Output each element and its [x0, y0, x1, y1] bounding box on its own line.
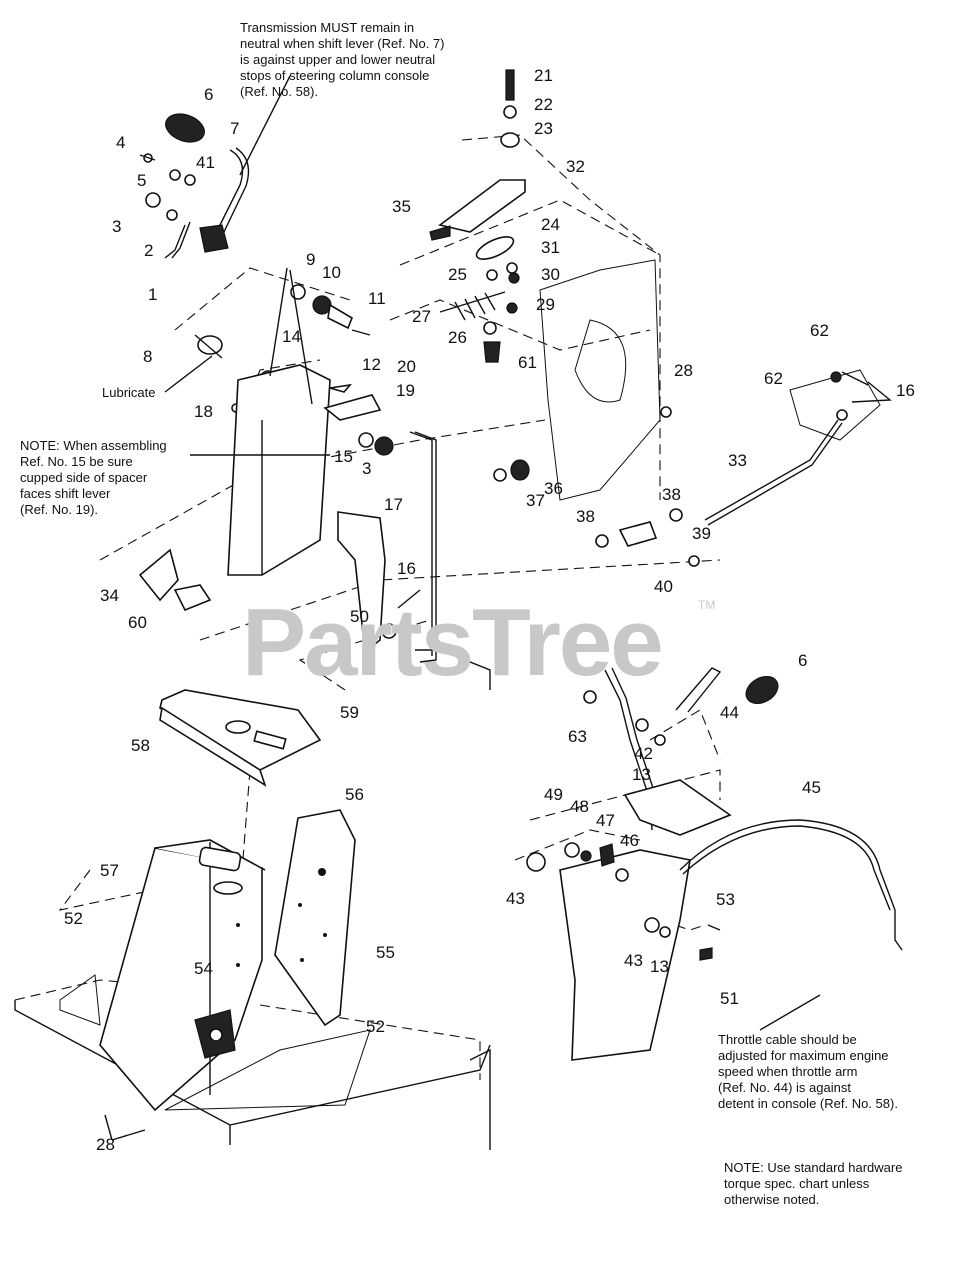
callout-18: 18 [194, 402, 213, 421]
callout-13: 13 [650, 957, 669, 976]
callout-2: 2 [144, 241, 153, 260]
callout-21: 21 [534, 66, 553, 85]
callout-3: 3 [112, 217, 121, 236]
callout-3: 3 [362, 459, 371, 478]
callout-13: 13 [632, 765, 651, 784]
callout-16: 16 [896, 381, 915, 400]
side-panel [274, 809, 356, 1027]
callout-63: 63 [568, 727, 587, 746]
callout-25: 25 [448, 265, 467, 284]
callout-35: 35 [392, 197, 411, 216]
throttle-assembly [526, 667, 903, 1061]
callout-28: 28 [96, 1135, 115, 1154]
shift-lever-assembly [139, 113, 250, 259]
callout-59: 59 [340, 703, 359, 722]
callout-29: 29 [536, 295, 555, 314]
callout-8: 8 [143, 347, 152, 366]
callout-40: 40 [654, 577, 673, 596]
callout-53: 53 [716, 890, 735, 909]
control-rod [595, 369, 881, 567]
callout-52: 52 [366, 1017, 385, 1036]
callout-43: 43 [506, 889, 525, 908]
assembly-dashed-lines [14, 134, 721, 1080]
callout-27: 27 [412, 307, 431, 326]
callout-28: 28 [674, 361, 693, 380]
callout-44: 44 [720, 703, 739, 722]
console-top [159, 689, 322, 787]
callout-10: 10 [322, 263, 341, 282]
throttle-cable-note: Throttle cable should be adjusted for ma… [718, 1032, 898, 1111]
floor-plate [14, 974, 491, 1150]
callout-52: 52 [64, 909, 83, 928]
callout-16: 16 [397, 559, 416, 578]
callout-14: 14 [282, 327, 301, 346]
transmission-neutral-note: Transmission MUST remain in neutral when… [240, 20, 445, 99]
callout-62: 62 [810, 321, 829, 340]
trademark-symbol: TM [698, 598, 716, 612]
callout-51: 51 [720, 989, 739, 1008]
callout-26: 26 [448, 328, 467, 347]
callout-12: 12 [362, 355, 381, 374]
callout-6: 6 [798, 651, 807, 670]
callout-20: 20 [397, 357, 416, 376]
callout-50: 50 [350, 607, 369, 626]
callout-11: 11 [368, 289, 386, 308]
callout-numbers: 1 2 3 3 4 5 6 6 7 8 9 10 11 12 13 13 14 … [64, 66, 915, 1154]
leader-lines [104, 75, 892, 1141]
callout-4: 4 [116, 133, 125, 152]
callout-45: 45 [802, 778, 821, 797]
callout-15: 15 [334, 447, 353, 466]
callout-9: 9 [306, 250, 315, 269]
callout-31: 31 [541, 238, 560, 257]
callout-33: 33 [728, 451, 747, 470]
callout-56: 56 [345, 785, 364, 804]
callout-23: 23 [534, 119, 553, 138]
callout-43: 43 [624, 951, 643, 970]
callout-5: 5 [137, 171, 146, 190]
callout-58: 58 [131, 736, 150, 755]
callout-30: 30 [541, 265, 560, 284]
callout-38: 38 [662, 485, 681, 504]
callout-6: 6 [204, 85, 213, 104]
callout-38: 38 [576, 507, 595, 526]
callout-47: 47 [596, 811, 615, 830]
callout-37: 37 [526, 491, 545, 510]
partstree-watermark: PartsTree [242, 589, 664, 696]
callout-60: 60 [128, 613, 147, 632]
transmission-linkage [429, 69, 672, 501]
callout-22: 22 [534, 95, 553, 114]
callout-7: 7 [230, 119, 239, 138]
callout-32: 32 [566, 157, 585, 176]
callout-57: 57 [100, 861, 119, 880]
mounting-brackets [138, 548, 212, 612]
lubricate-label: Lubricate [102, 385, 156, 400]
callout-55: 55 [376, 943, 395, 962]
callout-24: 24 [541, 215, 560, 234]
callout-39: 39 [692, 524, 711, 543]
callout-46: 46 [620, 831, 639, 850]
callout-42: 42 [634, 744, 653, 763]
callout-48: 48 [570, 797, 589, 816]
callout-34: 34 [100, 586, 119, 605]
assembly-note: NOTE: When assembling Ref. No. 15 be sur… [20, 438, 167, 517]
callout-61: 61 [518, 353, 537, 372]
callout-1: 1 [148, 285, 157, 304]
callout-36: 36 [544, 479, 563, 498]
callout-19: 19 [396, 381, 415, 400]
callout-41: 41 [196, 153, 215, 172]
callout-17: 17 [384, 495, 403, 514]
torque-spec-note: NOTE: Use standard hardware torque spec.… [724, 1160, 903, 1207]
steering-console [99, 839, 266, 1112]
callout-54: 54 [194, 959, 213, 978]
steering-column-bracket [227, 364, 491, 690]
callout-62: 62 [764, 369, 783, 388]
callout-49: 49 [544, 785, 563, 804]
